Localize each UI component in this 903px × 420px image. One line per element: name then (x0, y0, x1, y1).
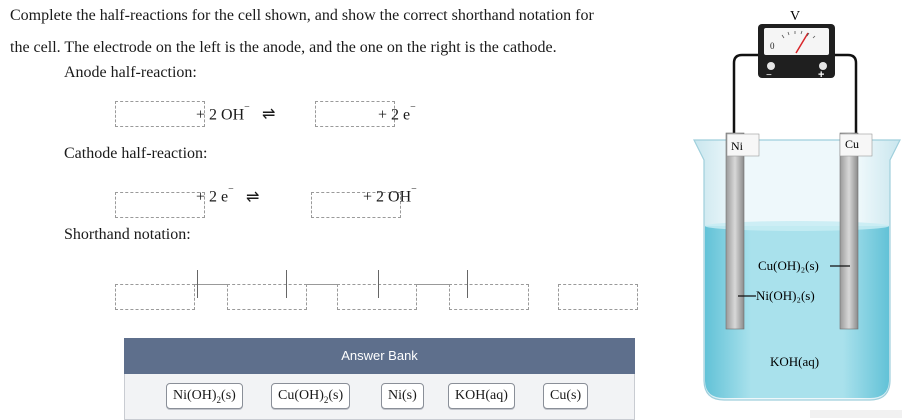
negative-terminal-icon (767, 62, 775, 70)
anode-hydroxide-term: + 2 OH− (196, 102, 250, 124)
prompt-line-1: Complete the half-reactions for the cell… (10, 7, 594, 24)
ni-oh2-label: Ni(OH)₂(s) (756, 288, 815, 303)
left-electrode-label: Ni (731, 139, 744, 153)
anode-reactant-dropzone[interactable] (115, 101, 205, 127)
answer-bank: Answer Bank Ni(OH)2(s) Cu(OH)2(s) Ni(s) … (124, 338, 635, 420)
notation-connector-2 (307, 284, 337, 285)
anode-equilibrium-arrow: ⇌ (262, 106, 276, 123)
voltmeter-label: V (790, 9, 800, 24)
anode-label: Anode half-reaction: (64, 64, 197, 81)
cell-illustration: V 0 − + Ni Cu Cu(OH)₂(s) Ni(OH)₂(s) KOH(… (693, 9, 902, 418)
cathode-wire (825, 53, 858, 135)
positive-terminal-icon (819, 62, 827, 70)
anode-wire (732, 53, 767, 135)
answer-bank-body: Ni(OH)2(s) Cu(OH)2(s) Ni(s) KOH(aq) Cu(s… (124, 374, 635, 420)
shorthand-dropzone-1[interactable] (115, 284, 195, 310)
answer-bank-title: Answer Bank (124, 338, 635, 374)
positive-terminal-label: + (818, 69, 824, 81)
meter-needle (795, 32, 809, 54)
cathode-reactant-dropzone[interactable] (115, 192, 205, 218)
chip-cu-oh2[interactable]: Cu(OH)2(s) (271, 383, 351, 409)
negative-terminal-label: − (766, 70, 772, 81)
cu-label-box (839, 133, 873, 157)
anode-electron-term: + 2 e− (378, 102, 416, 124)
shorthand-dropzone-2[interactable] (227, 284, 307, 310)
shorthand-dropzone-4[interactable] (449, 284, 529, 310)
shorthand-dropzone-5[interactable] (558, 284, 638, 310)
prompt-line-2: the cell. The electrode on the left is t… (10, 39, 557, 56)
voltmeter (758, 24, 835, 78)
footer-caption (810, 410, 902, 418)
phase-boundary-line-4 (467, 270, 468, 298)
cathode-product-dropzone[interactable] (311, 192, 401, 218)
phase-boundary-line-2 (286, 270, 287, 298)
notation-connector-3 (417, 284, 449, 285)
chip-cu-s[interactable]: Cu(s) (543, 383, 589, 409)
notation-connector-1 (195, 284, 227, 285)
copper-electrode (839, 132, 859, 330)
cathode-hydroxide-term: + 2 OH− (363, 184, 417, 206)
phase-boundary-line-1 (197, 270, 198, 298)
shorthand-dropzone-3[interactable] (337, 284, 417, 310)
cathode-electron-term: + 2 e− (196, 184, 234, 206)
shorthand-label: Shorthand notation: (64, 226, 191, 243)
phase-boundary-line-3 (378, 270, 379, 298)
electrochemical-cell-diagram: V 0 − + Ni Cu Cu(OH)₂(s) Ni(OH)₂(s) KOH(… (690, 0, 903, 420)
cu-oh2-label: Cu(OH)₂(s) (758, 258, 819, 273)
chip-koh-aq[interactable]: KOH(aq) (448, 383, 515, 409)
chip-ni-s[interactable]: Ni(s) (381, 383, 424, 409)
right-electrode-label: Cu (845, 137, 859, 151)
chip-ni-oh2[interactable]: Ni(OH)2(s) (166, 383, 243, 409)
nickel-electrode (725, 132, 745, 330)
cathode-equilibrium-arrow: ⇌ (246, 189, 260, 206)
meter-zero-label: 0 (770, 41, 775, 51)
question-prompt: Complete the half-reactions for the cell… (10, 0, 690, 64)
anode-product-dropzone[interactable] (315, 101, 395, 127)
ni-label-box (726, 133, 760, 157)
cathode-label: Cathode half-reaction: (64, 145, 208, 162)
electrolyte-label: KOH(aq) (770, 354, 819, 369)
